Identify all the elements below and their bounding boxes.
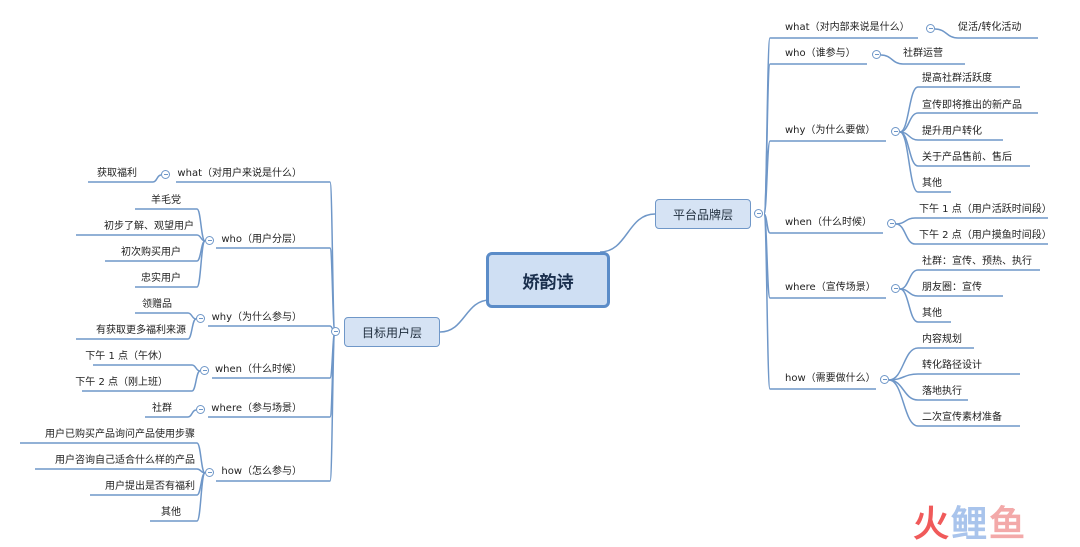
connector-line (880, 54, 904, 65)
right-what-label[interactable]: what（对内部来说是什么） (785, 22, 910, 33)
left-who-item[interactable]: 初步了解、观望用户 (104, 221, 194, 232)
left-why-item[interactable]: 有获取更多福利来源 (96, 325, 186, 336)
left-who-item[interactable]: 忠实用户 (141, 273, 181, 284)
collapse-icon[interactable] (196, 314, 205, 323)
right-where-label[interactable]: where（宣传场景） (785, 282, 876, 293)
connector-line (895, 217, 916, 225)
left-where-label[interactable]: where（参与场景） (211, 403, 302, 414)
right-why-label[interactable]: why（为什么要做） (785, 125, 876, 136)
right-what-item[interactable]: 促活/转化活动 (958, 22, 1022, 33)
connector-line (899, 86, 919, 133)
left-why-label[interactable]: why（为什么参与） (211, 312, 302, 323)
right-who-label[interactable]: who（谁参与） (785, 48, 856, 59)
right-where-item[interactable]: 朋友圈：宣传 (922, 282, 982, 293)
connector-line (187, 318, 197, 340)
collapse-icon[interactable] (887, 219, 896, 228)
connector-line (888, 379, 919, 401)
root-to-right (599, 213, 656, 253)
left-what-label[interactable]: what（对用户来说是什么） (177, 168, 302, 179)
connector-line (895, 223, 916, 245)
collapse-icon[interactable] (891, 127, 900, 136)
branch-target-users[interactable]: 目标用户层 (344, 317, 440, 347)
collapse-icon[interactable] (161, 170, 170, 179)
collapse-icon[interactable] (205, 468, 214, 477)
root-to-left (439, 299, 491, 333)
right-where-item[interactable]: 社群：宣传、预热、执行 (922, 256, 1032, 267)
connector-line (763, 140, 771, 215)
connector-line (899, 269, 919, 290)
right-how-label[interactable]: how（需要做什么） (785, 373, 876, 384)
right-why-item[interactable]: 提高社群活跃度 (922, 73, 992, 84)
right-why-item[interactable]: 其他 (922, 178, 942, 189)
connector-line (196, 240, 206, 288)
left-who-item[interactable]: 羊毛党 (151, 195, 181, 206)
collapse-icon[interactable] (754, 209, 763, 218)
connector-line (152, 174, 162, 183)
connector-line (888, 373, 919, 381)
collapse-icon[interactable] (880, 375, 889, 384)
left-why-item[interactable]: 领赠品 (142, 299, 172, 310)
right-where-item[interactable]: 其他 (922, 308, 942, 319)
connector-line (196, 208, 206, 242)
collapse-icon[interactable] (200, 366, 209, 375)
collapse-icon[interactable] (205, 236, 214, 245)
connector-line (763, 213, 771, 390)
root-node[interactable]: 娇韵诗 (486, 252, 610, 308)
collapse-icon[interactable] (196, 405, 205, 414)
collapse-icon[interactable] (331, 327, 340, 336)
right-why-item[interactable]: 关于产品售前、售后 (922, 152, 1012, 163)
left-who-label[interactable]: who（用户分层） (221, 234, 302, 245)
connector-line (329, 331, 336, 482)
right-why-item[interactable]: 提升用户转化 (922, 126, 982, 137)
collapse-icon[interactable] (926, 24, 935, 33)
left-how-item[interactable]: 用户咨询自己适合什么样的产品 (55, 455, 195, 466)
connector-line (899, 131, 919, 193)
left-how-item[interactable]: 其他 (161, 507, 181, 518)
connector-line (187, 312, 197, 320)
left-how-item[interactable]: 用户已购买产品询问产品使用步骤 (45, 429, 195, 440)
right-who-item[interactable]: 社群运营 (903, 48, 943, 59)
right-when-item[interactable]: 下午 1 点（用户活跃时间段） (919, 204, 1052, 215)
left-what-item[interactable]: 获取福利 (97, 168, 137, 179)
connector-line (191, 370, 201, 392)
connector-line (888, 347, 919, 381)
right-how-item[interactable]: 落地执行 (922, 386, 962, 397)
branch-platform-brand[interactable]: 平台品牌层 (655, 199, 751, 229)
right-how-item[interactable]: 二次宣传素材准备 (922, 412, 1002, 423)
connector-line (196, 472, 206, 522)
left-how-label[interactable]: how（怎么参与） (221, 466, 302, 477)
watermark-logo: 火鲤鱼 (913, 504, 1028, 545)
right-why-item[interactable]: 宣传即将推出的新产品 (922, 100, 1022, 111)
left-who-item[interactable]: 初次购买用户 (121, 247, 181, 258)
connector-line (191, 364, 201, 372)
left-when-label[interactable]: when（什么时候） (214, 364, 302, 375)
collapse-icon[interactable] (891, 284, 900, 293)
left-when-item[interactable]: 下午 2 点（刚上班） (75, 377, 168, 388)
right-how-item[interactable]: 内容规划 (922, 334, 962, 345)
collapse-icon[interactable] (872, 50, 881, 59)
connector-line (934, 28, 959, 39)
right-how-item[interactable]: 转化路径设计 (922, 360, 982, 371)
right-when-label[interactable]: when（什么时候） (785, 217, 873, 228)
connector-line (899, 288, 919, 323)
left-where-item[interactable]: 社群 (152, 403, 172, 414)
connector-line (187, 409, 197, 418)
connector-line (888, 379, 919, 427)
left-how-item[interactable]: 用户提出是否有福利 (105, 481, 195, 492)
right-when-item[interactable]: 下午 2 点（用户摸鱼时间段） (919, 230, 1052, 241)
left-when-item[interactable]: 下午 1 点（午休） (85, 351, 168, 362)
